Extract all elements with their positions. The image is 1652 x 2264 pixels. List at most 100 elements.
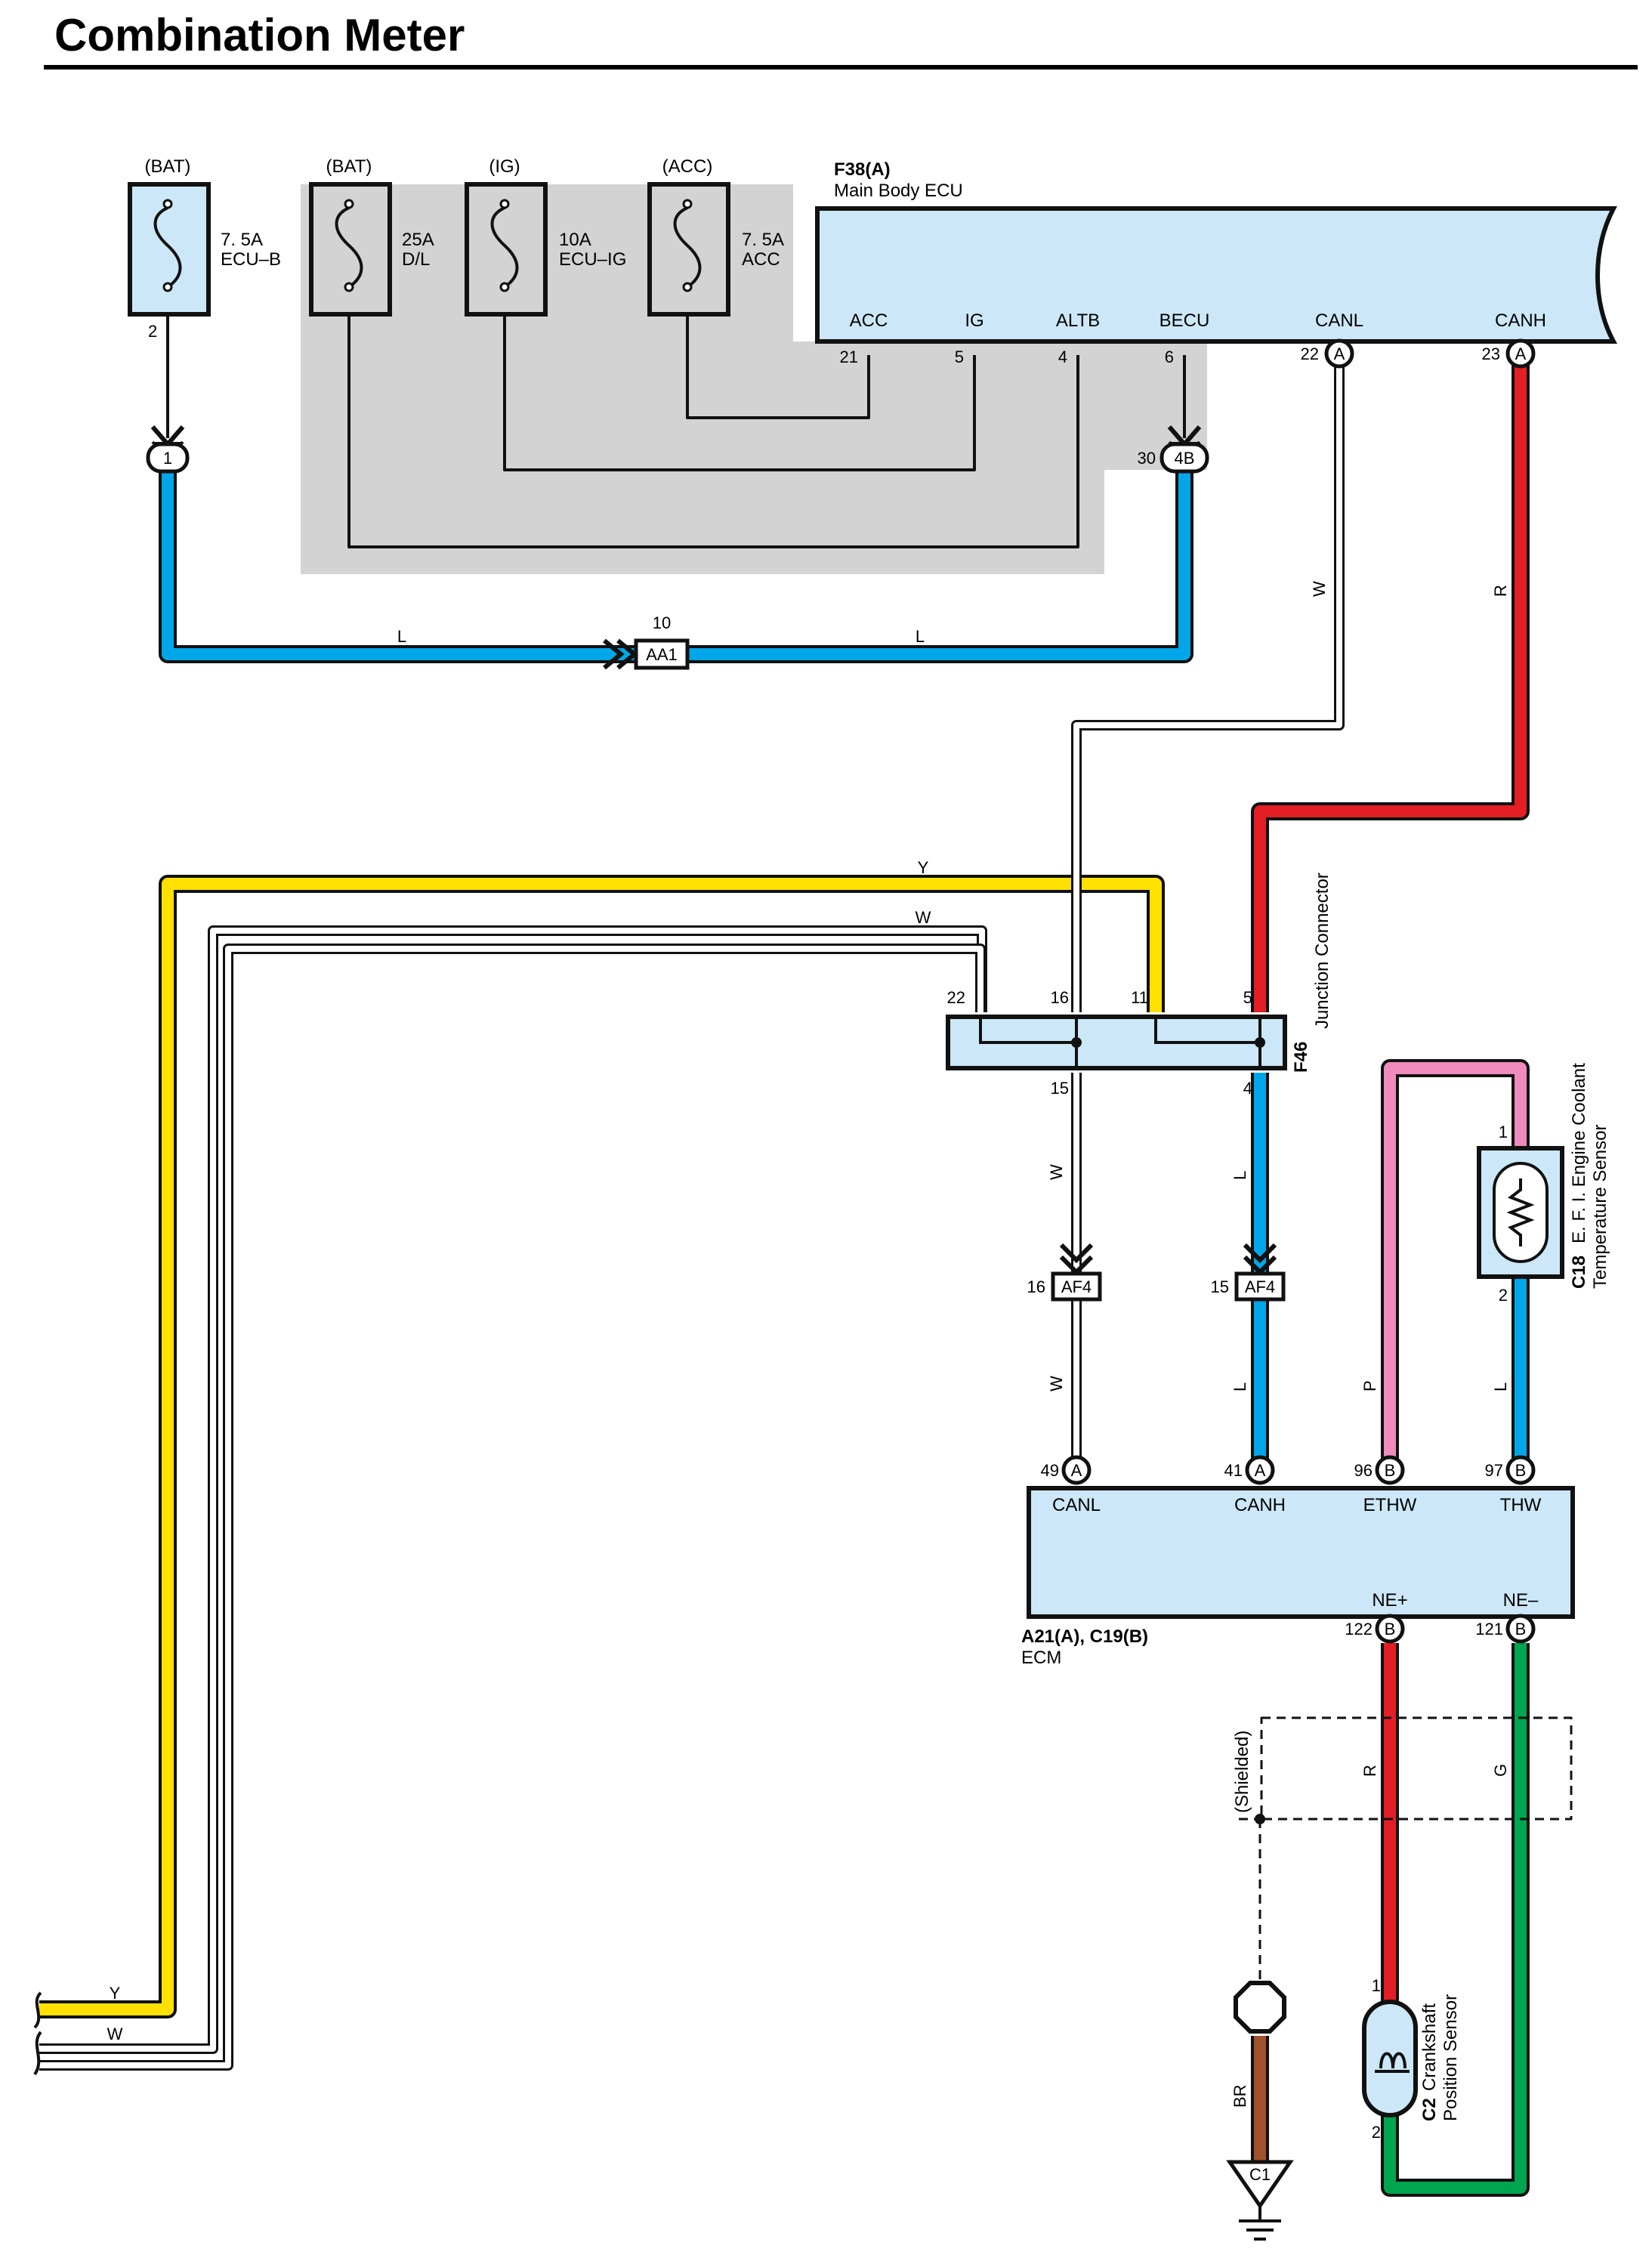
svg-text:A: A	[1255, 1461, 1266, 1480]
svg-text:B: B	[1385, 1620, 1396, 1639]
wire-altb	[347, 264, 1079, 548]
fuse-ecu-ig	[465, 182, 548, 317]
wire-label-w-bottom: W	[107, 2025, 123, 2043]
ecu-terminal-becu: BECU	[1159, 310, 1210, 331]
wire-ig	[503, 264, 976, 471]
fuse-rating-3: 10A	[559, 230, 591, 250]
svg-text:B: B	[1385, 1461, 1396, 1480]
shield-box	[1260, 1716, 1573, 1821]
ecm-name: ECM	[1021, 1648, 1061, 1668]
coolant-sensor-pin-1: 1	[1499, 1123, 1508, 1141]
fuse-source-4: (ACC)	[662, 156, 713, 177]
ecm-thw-conn-icon: B	[1505, 1455, 1536, 1485]
svg-text:AF4: AF4	[1245, 1277, 1275, 1296]
connector-af4-right-pin: 15	[1211, 1277, 1229, 1296]
shielded-label: (Shielded)	[1232, 1731, 1252, 1813]
junction-name: Junction Connector	[1312, 873, 1332, 1029]
ecm-pin-thw: 97	[1485, 1461, 1503, 1480]
crank-sensor-pin-1: 1	[1372, 1976, 1381, 1995]
crank-sensor-pin-2: 2	[1372, 2123, 1381, 2142]
fuse-name-3: ECU–IG	[559, 249, 626, 270]
ecm-terminal-thw: THW	[1500, 1495, 1542, 1515]
svg-text:B: B	[1515, 1461, 1527, 1480]
junction-top-pin-16: 16	[1051, 988, 1069, 1007]
wire-break-icon	[33, 1991, 42, 2076]
main-body-ecu-name: Main Body ECU	[834, 181, 963, 201]
fuse-ecu-b-pin: 2	[148, 322, 157, 341]
ecm-code: A21(A), C19(B)	[1021, 1626, 1148, 1647]
ecm-pin-canl: 49	[1041, 1461, 1059, 1480]
ecm-terminal-ethw: ETHW	[1363, 1495, 1417, 1515]
wire-label-r-ne: R	[1360, 1765, 1379, 1777]
ecm-ne-minus-conn-icon: B	[1505, 1614, 1536, 1644]
coolant-sensor-pin-2: 2	[1499, 1286, 1508, 1305]
wire-label-l-junction: L	[1231, 1171, 1249, 1180]
fuse-rating-4: 7. 5A	[742, 230, 784, 250]
junction-code: F46	[1291, 1042, 1311, 1073]
ecm-pin-ethw: 96	[1354, 1461, 1373, 1480]
ecu-pin-canl: 22	[1301, 344, 1319, 363]
ecm-terminal-canl: CANL	[1052, 1495, 1101, 1515]
page-title: Combination Meter	[54, 10, 465, 60]
wire-label-l-1: L	[397, 627, 406, 646]
wire-label-l-thw: L	[1491, 1382, 1510, 1391]
ecm-pin-canh: 41	[1224, 1461, 1243, 1480]
junction-top-pin-22: 22	[947, 988, 965, 1007]
wire-label-y-bottom: Y	[110, 1984, 121, 2003]
coolant-sensor-line1: E. F. I. Engine Coolant	[1569, 1063, 1589, 1243]
connector-af4-right: AF4	[1234, 1243, 1286, 1302]
ecu-pin-altb: 4	[1058, 347, 1067, 366]
wire-label-w-junction: W	[1047, 1164, 1066, 1180]
ecu-pin-ig: 5	[955, 347, 964, 366]
ecu-terminal-altb: ALTB	[1056, 310, 1100, 331]
fuse-name-4: ACC	[742, 249, 780, 270]
wire-label-w-top: W	[916, 908, 931, 927]
ecm-terminal-ne-minus: NE–	[1503, 1590, 1539, 1611]
svg-text:AF4: AF4	[1061, 1277, 1092, 1296]
ground-label: C1	[1249, 2165, 1271, 2184]
ecu-terminal-acc: ACC	[850, 310, 888, 331]
connector-aa1-pin: 10	[653, 613, 671, 632]
connector-aa1: AA1	[603, 638, 690, 670]
wire-label-w-ecm: W	[1047, 1376, 1066, 1391]
svg-text:1: 1	[163, 449, 172, 468]
wire-label-l-ecm: L	[1231, 1382, 1249, 1391]
connector-4b: 4B	[1159, 442, 1209, 474]
ecu-canl-conn-icon: A	[1324, 338, 1354, 369]
ecu-pin-canh: 23	[1482, 344, 1500, 363]
wire-red-canh	[1251, 355, 1530, 1012]
svg-text:A: A	[1071, 1461, 1082, 1480]
junction-bottom-pin-15: 15	[1051, 1079, 1069, 1098]
crank-sensor-line2: Position Sensor	[1440, 1994, 1461, 2121]
ecu-pin-becu: 6	[1165, 347, 1174, 366]
crank-sensor-code: C2	[1419, 2098, 1440, 2121]
ecu-terminal-canl: CANL	[1315, 310, 1363, 331]
connector-1: 1	[146, 442, 190, 474]
wire-label-y-top: Y	[918, 858, 929, 877]
crank-sensor-icon	[1362, 2000, 1418, 2117]
svg-text:AA1: AA1	[646, 645, 678, 664]
fuse-name-1: ECU–B	[221, 249, 281, 270]
wire-label-br: BR	[1231, 2084, 1249, 2108]
connector-af4-left: AF4	[1051, 1243, 1102, 1302]
ground-icon	[1226, 2160, 1294, 2241]
junction-top-pin-11: 11	[1131, 988, 1148, 1007]
wire-label-l-2: L	[916, 627, 925, 646]
shield-junction-dot	[1255, 1814, 1265, 1824]
fuse-dl	[309, 182, 392, 317]
junction-bottom-pin-4: 4	[1243, 1079, 1252, 1098]
wire-label-r-canh: R	[1491, 585, 1510, 597]
ecu-pin-acc: 21	[840, 347, 858, 366]
svg-text:A: A	[1515, 344, 1527, 363]
ecu-terminal-canh: CANH	[1495, 310, 1546, 331]
svg-text:A: A	[1334, 344, 1345, 363]
ecm-canh-conn-icon: A	[1245, 1455, 1275, 1485]
ecm-canl-conn-icon: A	[1061, 1455, 1092, 1485]
svg-text:B: B	[1515, 1620, 1527, 1639]
ecm-terminal-ne-plus: NE+	[1372, 1590, 1407, 1611]
svg-text:4B: 4B	[1175, 449, 1195, 468]
wire-label-w-canl: W	[1310, 581, 1329, 597]
wire-label-p: P	[1360, 1380, 1379, 1391]
fuse-name-2: D/L	[402, 249, 430, 270]
